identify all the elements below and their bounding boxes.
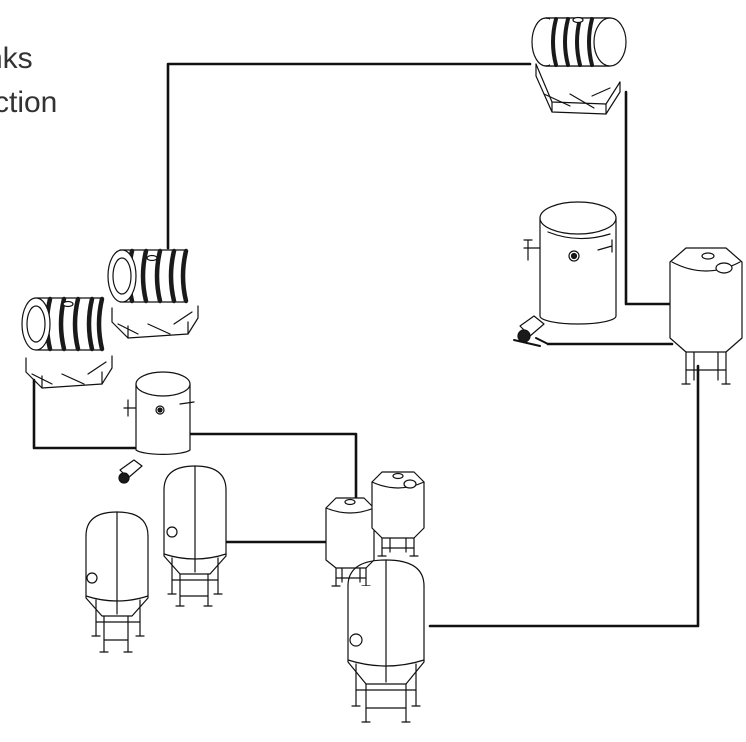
pipe-htank-top-to-kettle: [624, 90, 672, 306]
horizontal-water-tank-middle: [107, 248, 199, 339]
pipe-mash-tun-to-brite: [188, 432, 358, 502]
fermenter-conical-left: [85, 511, 149, 653]
hot-liquor-tank: [513, 201, 617, 347]
piping-network: [32, 62, 700, 628]
pipe-htank-left-to-mash-tun: [32, 378, 140, 450]
horizontal-water-tank-top-right: [531, 16, 627, 115]
bright-tank-small-left: [325, 497, 375, 587]
caption-line-1: nks: [0, 44, 33, 74]
pipe-kettle-to-large-fermenter: [428, 364, 700, 628]
horizontal-water-tank-left: [21, 296, 113, 389]
bright-tank-small-right: [371, 471, 425, 557]
brew-kettle: [669, 247, 743, 385]
fermenter-conical-middle: [163, 465, 227, 607]
pipe-htank-top-to-htank-middle: [166, 62, 532, 250]
mash-tun: [118, 371, 195, 484]
fermenter-conical-large: [347, 559, 425, 723]
caption-line-2: ction: [0, 88, 58, 118]
